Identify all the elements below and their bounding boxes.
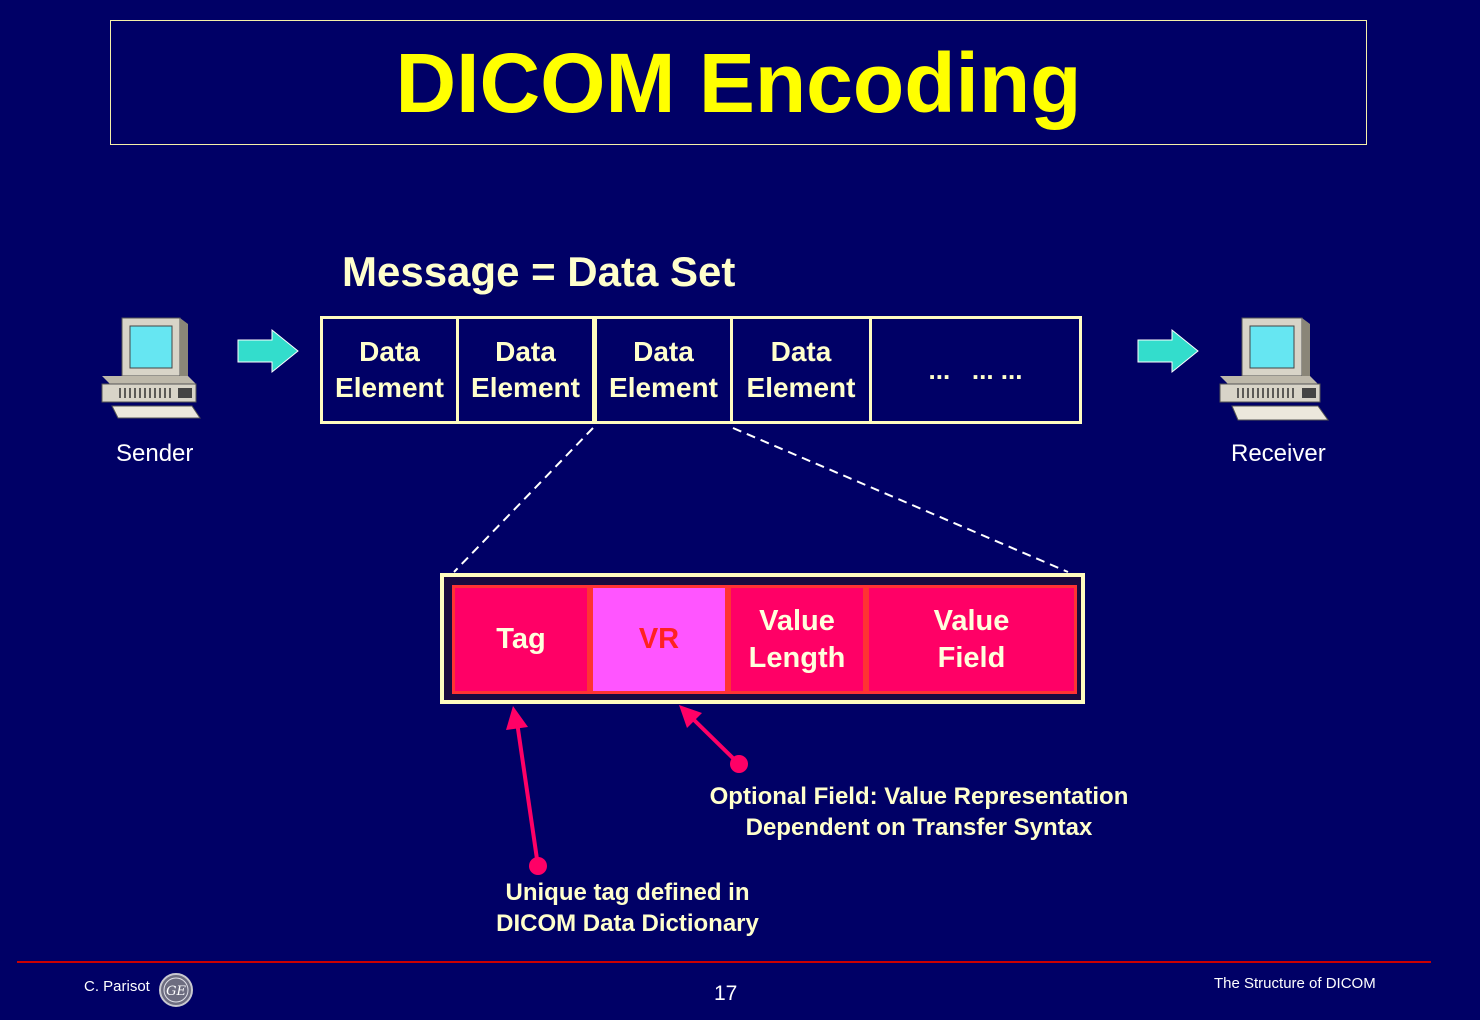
arrow-right-icon [1137, 328, 1199, 374]
dataset-label: Message = Data Set [342, 248, 736, 295]
field-vr: VR [590, 585, 728, 694]
receiver-computer-icon [1219, 317, 1329, 421]
svg-text:GE: GE [166, 984, 186, 999]
receiver-label: Receiver [1231, 440, 1326, 467]
sender-computer-icon [101, 317, 201, 419]
tag-pointer-line [515, 721, 540, 867]
tag-pointer-arrowhead [506, 706, 528, 730]
vr-note: Optional Field: Value Representation Dep… [709, 783, 1129, 841]
vr-pointer-arrowhead [679, 705, 702, 728]
slide-title: DICOM Encoding [395, 35, 1082, 130]
vr-pointer-line [690, 716, 741, 766]
arrow-right-icon [237, 328, 299, 374]
title-box: DICOM Encoding [110, 20, 1367, 145]
footer-author: C. Parisot [84, 978, 150, 995]
page-number: 17 [714, 982, 738, 1005]
ge-logo-icon: GE [159, 973, 193, 1007]
zoom-line-left [453, 427, 594, 573]
tag-note: Unique tag defined in DICOM Data Diction… [496, 879, 759, 937]
zoom-line-right [732, 427, 1069, 573]
ellipsis-box: ... ... ... [869, 316, 1082, 424]
tag-pointer-dot [529, 857, 547, 875]
sender-label: Sender [116, 440, 194, 467]
vr-pointer-dot [730, 755, 748, 773]
field-tag: Tag [452, 585, 590, 694]
footer-divider [17, 961, 1431, 963]
footer-topic: The Structure of DICOM [1214, 975, 1376, 992]
